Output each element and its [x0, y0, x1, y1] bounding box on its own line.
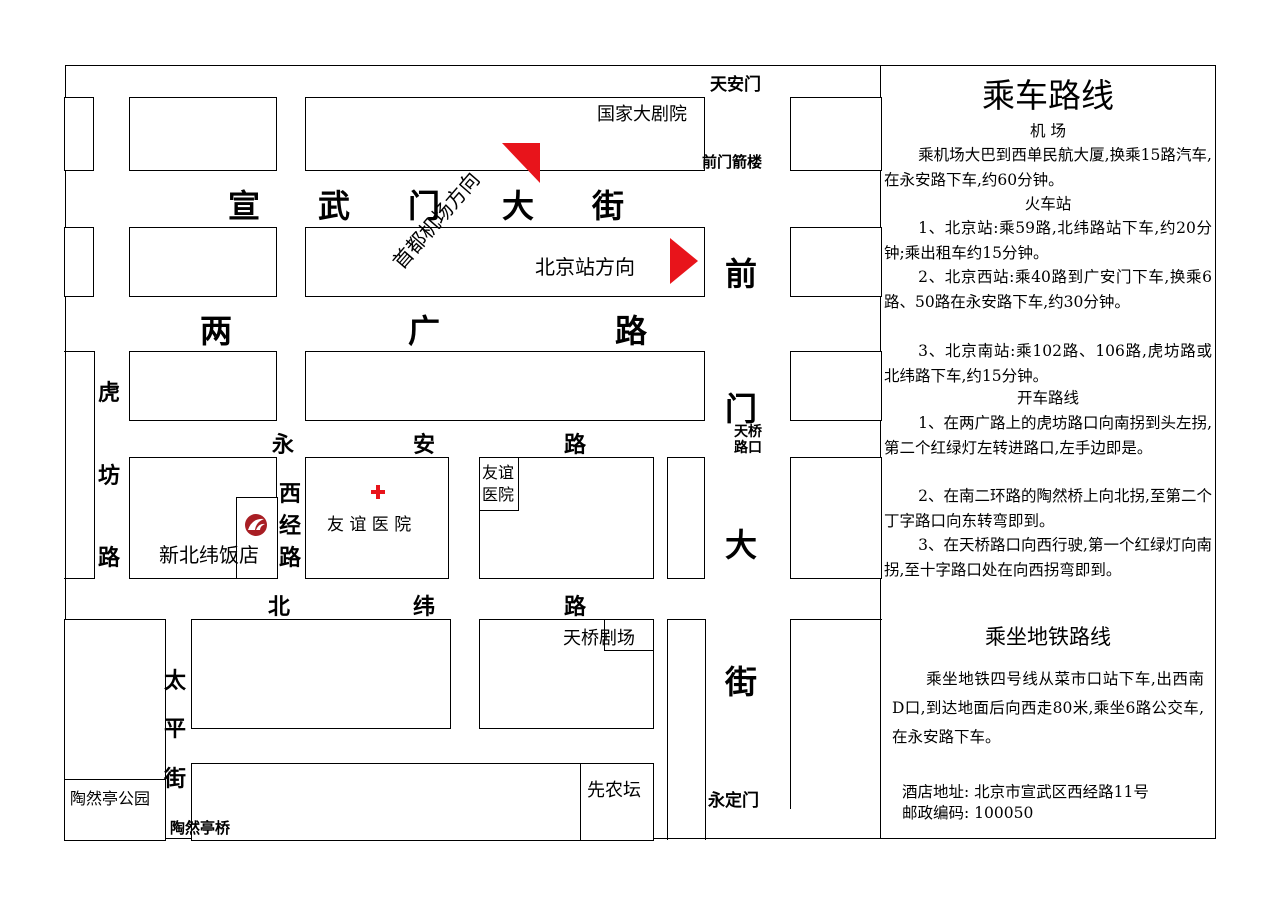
place-hotel: 新北纬饭店 — [159, 543, 259, 567]
block-national-theater — [305, 97, 705, 171]
address-label: 酒店地址: — [902, 783, 970, 801]
road-yongan-3: 路 — [564, 433, 587, 458]
qianmen-east-edge-top — [790, 619, 882, 620]
block-r2-b — [305, 227, 705, 297]
station-arrow-icon — [670, 238, 698, 284]
place-yongdingmen: 永定门 — [708, 791, 759, 811]
hufang-road-edge-top — [64, 351, 94, 352]
road-xuanwumen-3: 门 — [408, 187, 441, 225]
road-xuanwumen-2: 武 — [318, 187, 351, 225]
hotel-logo-box — [236, 497, 278, 579]
block-r3-right — [790, 351, 882, 421]
road-hufang-2: 坊 — [98, 464, 121, 489]
road-taiping-1: 太 — [164, 669, 187, 694]
route-panel-title: 乘车路线 — [982, 76, 1114, 115]
block-taoranting-park — [64, 619, 166, 841]
road-yongan-1: 永 — [272, 433, 295, 458]
hospital-cross-icon — [371, 485, 385, 499]
postcode-label: 邮政编码: — [902, 804, 970, 822]
road-beiwei-2: 纬 — [413, 595, 436, 620]
block-r2-a — [129, 227, 277, 297]
place-tianqiao-theater: 天桥剧场 — [563, 628, 635, 649]
panel-divider — [880, 65, 881, 839]
road-lianggunag-2: 广 — [408, 312, 441, 350]
road-lianggunag-1: 两 — [200, 312, 233, 350]
road-xuanwumen-4: 大 — [502, 187, 535, 225]
place-tiananmen: 天安门 — [710, 75, 761, 95]
road-beiwei-3: 路 — [564, 595, 587, 620]
train-heading: 火车站 — [1024, 195, 1072, 213]
place-national-theater: 国家大剧院 — [597, 104, 687, 125]
drive-route-1: 1、在两广路上的虎坊路口向南拐到头左拐,第二个红绿灯左转进路口,左手边即是。 — [884, 414, 1212, 457]
road-lianggunag-3: 路 — [615, 312, 648, 350]
road-qianmen-3: 大 — [725, 526, 758, 564]
road-beiwei-1: 北 — [268, 595, 291, 620]
block-r1-right — [790, 97, 882, 171]
hufang-road-edge-bottom — [64, 578, 94, 579]
place-xiannongtan: 先农坛 — [587, 780, 641, 801]
road-qianmen-1: 前 — [725, 255, 758, 293]
road-taiping-2: 平 — [164, 717, 187, 742]
place-youyi-hospital-box: 友谊医院 — [479, 457, 519, 511]
hotel-logo-icon — [245, 514, 267, 536]
address-line: 酒店地址: 北京市宣武区西经路11号 — [902, 780, 1149, 802]
road-xijing-3: 路 — [279, 546, 302, 571]
road-xijing-2: 经 — [279, 514, 302, 539]
block-r4-right — [790, 457, 882, 579]
place-taoranting-park: 陶然亭公园 — [70, 789, 151, 808]
direction-beijing-station: 北京站方向 — [535, 255, 635, 279]
block-hospital — [305, 457, 449, 579]
road-qianmen-4: 街 — [725, 663, 758, 701]
qianmen-east-edge — [790, 619, 791, 809]
place-youyi-hospital: 友 谊 医 院 — [327, 515, 412, 535]
road-qianmen-2: 门 — [725, 390, 758, 428]
block-tianqiao-theater — [479, 619, 654, 729]
block-left-2 — [64, 227, 94, 297]
block-r3-a — [129, 351, 277, 421]
route-panel: 乘车路线 机 场 乘机场大巴到西单民航大厦,换乘15路汽车,在永安路下车,约60… — [882, 66, 1214, 838]
tianqiao-theater-box — [604, 619, 654, 651]
block-r5-b — [191, 619, 451, 729]
qianmen-west-edge-inner — [705, 619, 706, 840]
qianmen-west-edge-top — [667, 619, 705, 620]
tianqiao-lukou-text: 天桥路口 — [734, 424, 762, 456]
airport-text: 乘机场大巴到西单民航大厦,换乘15路汽车,在永安路下车,约60分钟。 — [884, 146, 1212, 189]
block-r4-d — [667, 457, 705, 579]
subway-text: 乘坐地铁四号线从菜市口站下车,出西南D口,到达地面后向西走80米,乘坐6路公交车… — [892, 670, 1204, 746]
place-tianqiao-lukou: 天桥路口 — [728, 424, 768, 456]
block-xiannongtan — [580, 763, 654, 841]
road-hufang-3: 路 — [98, 546, 121, 571]
road-xuanwumen-1: 宣 — [228, 187, 261, 225]
road-taiping-3: 街 — [164, 767, 187, 792]
train-route-3: 3、北京南站:乘102路、106路,虎坊路或北纬路下车,约15分钟。 — [884, 342, 1212, 385]
address-value: 北京市宣武区西经路11号 — [974, 783, 1149, 801]
qianmen-west-edge — [667, 619, 668, 840]
postcode-line: 邮政编码: 100050 — [902, 801, 1033, 823]
drive-heading: 开车路线 — [1016, 389, 1079, 407]
block-r2-right — [790, 227, 882, 297]
airport-heading: 机 场 — [1030, 122, 1066, 140]
road-xijing-1: 西 — [279, 482, 302, 507]
road-hufang-1: 虎 — [98, 381, 121, 406]
park-label-divider — [64, 779, 166, 780]
place-taoranting-bridge: 陶然亭桥 — [170, 819, 231, 837]
block-left-1 — [64, 97, 94, 171]
train-route-2: 2、北京西站:乘40路到广安门下车,换乘6路、50路在永安路下车,约30分钟。 — [884, 268, 1212, 311]
hufang-road-edge — [94, 351, 95, 579]
youyi-hospital-box-text: 友谊医院 — [482, 463, 515, 504]
block-r6-a — [191, 763, 581, 841]
road-xuanwumen-5: 街 — [592, 187, 625, 225]
block-r1-a — [129, 97, 277, 171]
road-yongan-2: 安 — [413, 433, 436, 458]
drive-route-2: 2、在南二环路的陶然桥上向北拐,至第二个丁字路口向东转弯即到。 — [884, 487, 1212, 530]
postcode-value: 100050 — [974, 804, 1034, 822]
drive-route-3: 3、在天桥路口向西行驶,第一个红绿灯向南拐,至十字路口处在向西拐弯即到。 — [884, 536, 1212, 579]
subway-heading: 乘坐地铁路线 — [985, 625, 1111, 649]
train-route-1: 1、北京站:乘59路,北纬路站下车,约20分钟;乘出租车约15分钟。 — [884, 219, 1212, 262]
airport-arrow-icon — [502, 143, 540, 183]
block-r3-b — [305, 351, 705, 421]
place-qianmen-jianlou: 前门箭楼 — [702, 153, 763, 171]
